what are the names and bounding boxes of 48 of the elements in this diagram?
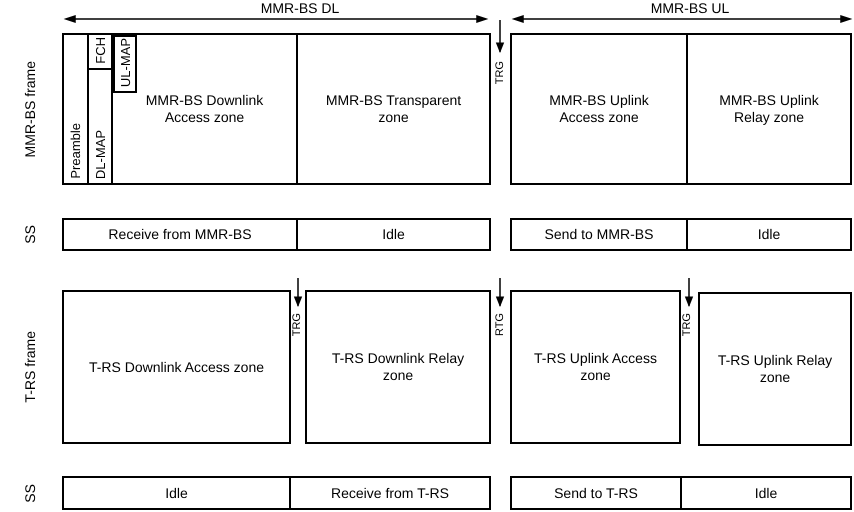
zone-label: MMR-BS Uplink Relay zone — [718, 92, 820, 126]
row-label: T-RS frame — [22, 331, 38, 403]
zone-box — [62, 218, 298, 251]
zone-box — [698, 292, 852, 446]
gap-label: TRG — [681, 313, 693, 337]
zone-label: MMR-BS Uplink Access zone — [548, 92, 650, 126]
zone-box — [111, 33, 298, 185]
zone-label: T-RS Uplink Relay zone — [716, 352, 834, 386]
dimension-label: MMR-BS UL — [650, 0, 730, 16]
zone-box — [510, 476, 682, 510]
zone-label: T-RS Downlink Access zone — [88, 358, 266, 376]
dimension-label: MMR-BS DL — [260, 0, 340, 16]
zone-box — [686, 218, 852, 251]
zone-box — [289, 476, 491, 510]
zone-box — [680, 476, 852, 510]
zone-box — [62, 290, 291, 444]
frame-field-box — [62, 33, 89, 185]
zone-label: Preamble — [67, 122, 84, 181]
zone-label: Idle — [164, 484, 189, 502]
zone-label: MMR-BS Transparent zone — [324, 92, 462, 126]
zone-box — [62, 476, 291, 510]
zone-label: T-RS Downlink Relay zone — [330, 350, 466, 384]
zone-label: DL-MAP — [92, 128, 108, 181]
row-label: MMR-BS frame — [22, 60, 38, 158]
zone-box — [686, 33, 852, 185]
zone-label: Receive from T-RS — [330, 484, 450, 502]
zone-box — [510, 218, 688, 251]
row-label: SS — [22, 484, 38, 502]
gap-label: TRG — [494, 61, 506, 85]
zone-box — [510, 33, 688, 185]
zone-label: Idle — [756, 226, 782, 243]
zone-label: MMR-BS Downlink Access zone — [144, 92, 264, 126]
zone-box — [305, 290, 491, 444]
frame-field-box — [113, 35, 137, 93]
zone-box — [296, 33, 491, 185]
gap-label: TRG — [291, 313, 303, 337]
zone-box — [510, 290, 681, 444]
row-label: SS — [22, 225, 38, 244]
zone-label: Idle — [381, 226, 406, 243]
gap-label: RTG — [494, 313, 506, 337]
zone-label: Idle — [754, 484, 778, 502]
zone-box — [296, 218, 491, 251]
zone-label: Send to MMR-BS — [544, 226, 654, 243]
zone-label: FCH — [92, 36, 108, 66]
zone-label: Receive from MMR-BS — [107, 226, 253, 243]
zone-label: Send to T-RS — [553, 484, 639, 502]
zone-label: UL-MAP — [116, 36, 134, 89]
zone-label: T-RS Uplink Access zone — [533, 350, 658, 384]
